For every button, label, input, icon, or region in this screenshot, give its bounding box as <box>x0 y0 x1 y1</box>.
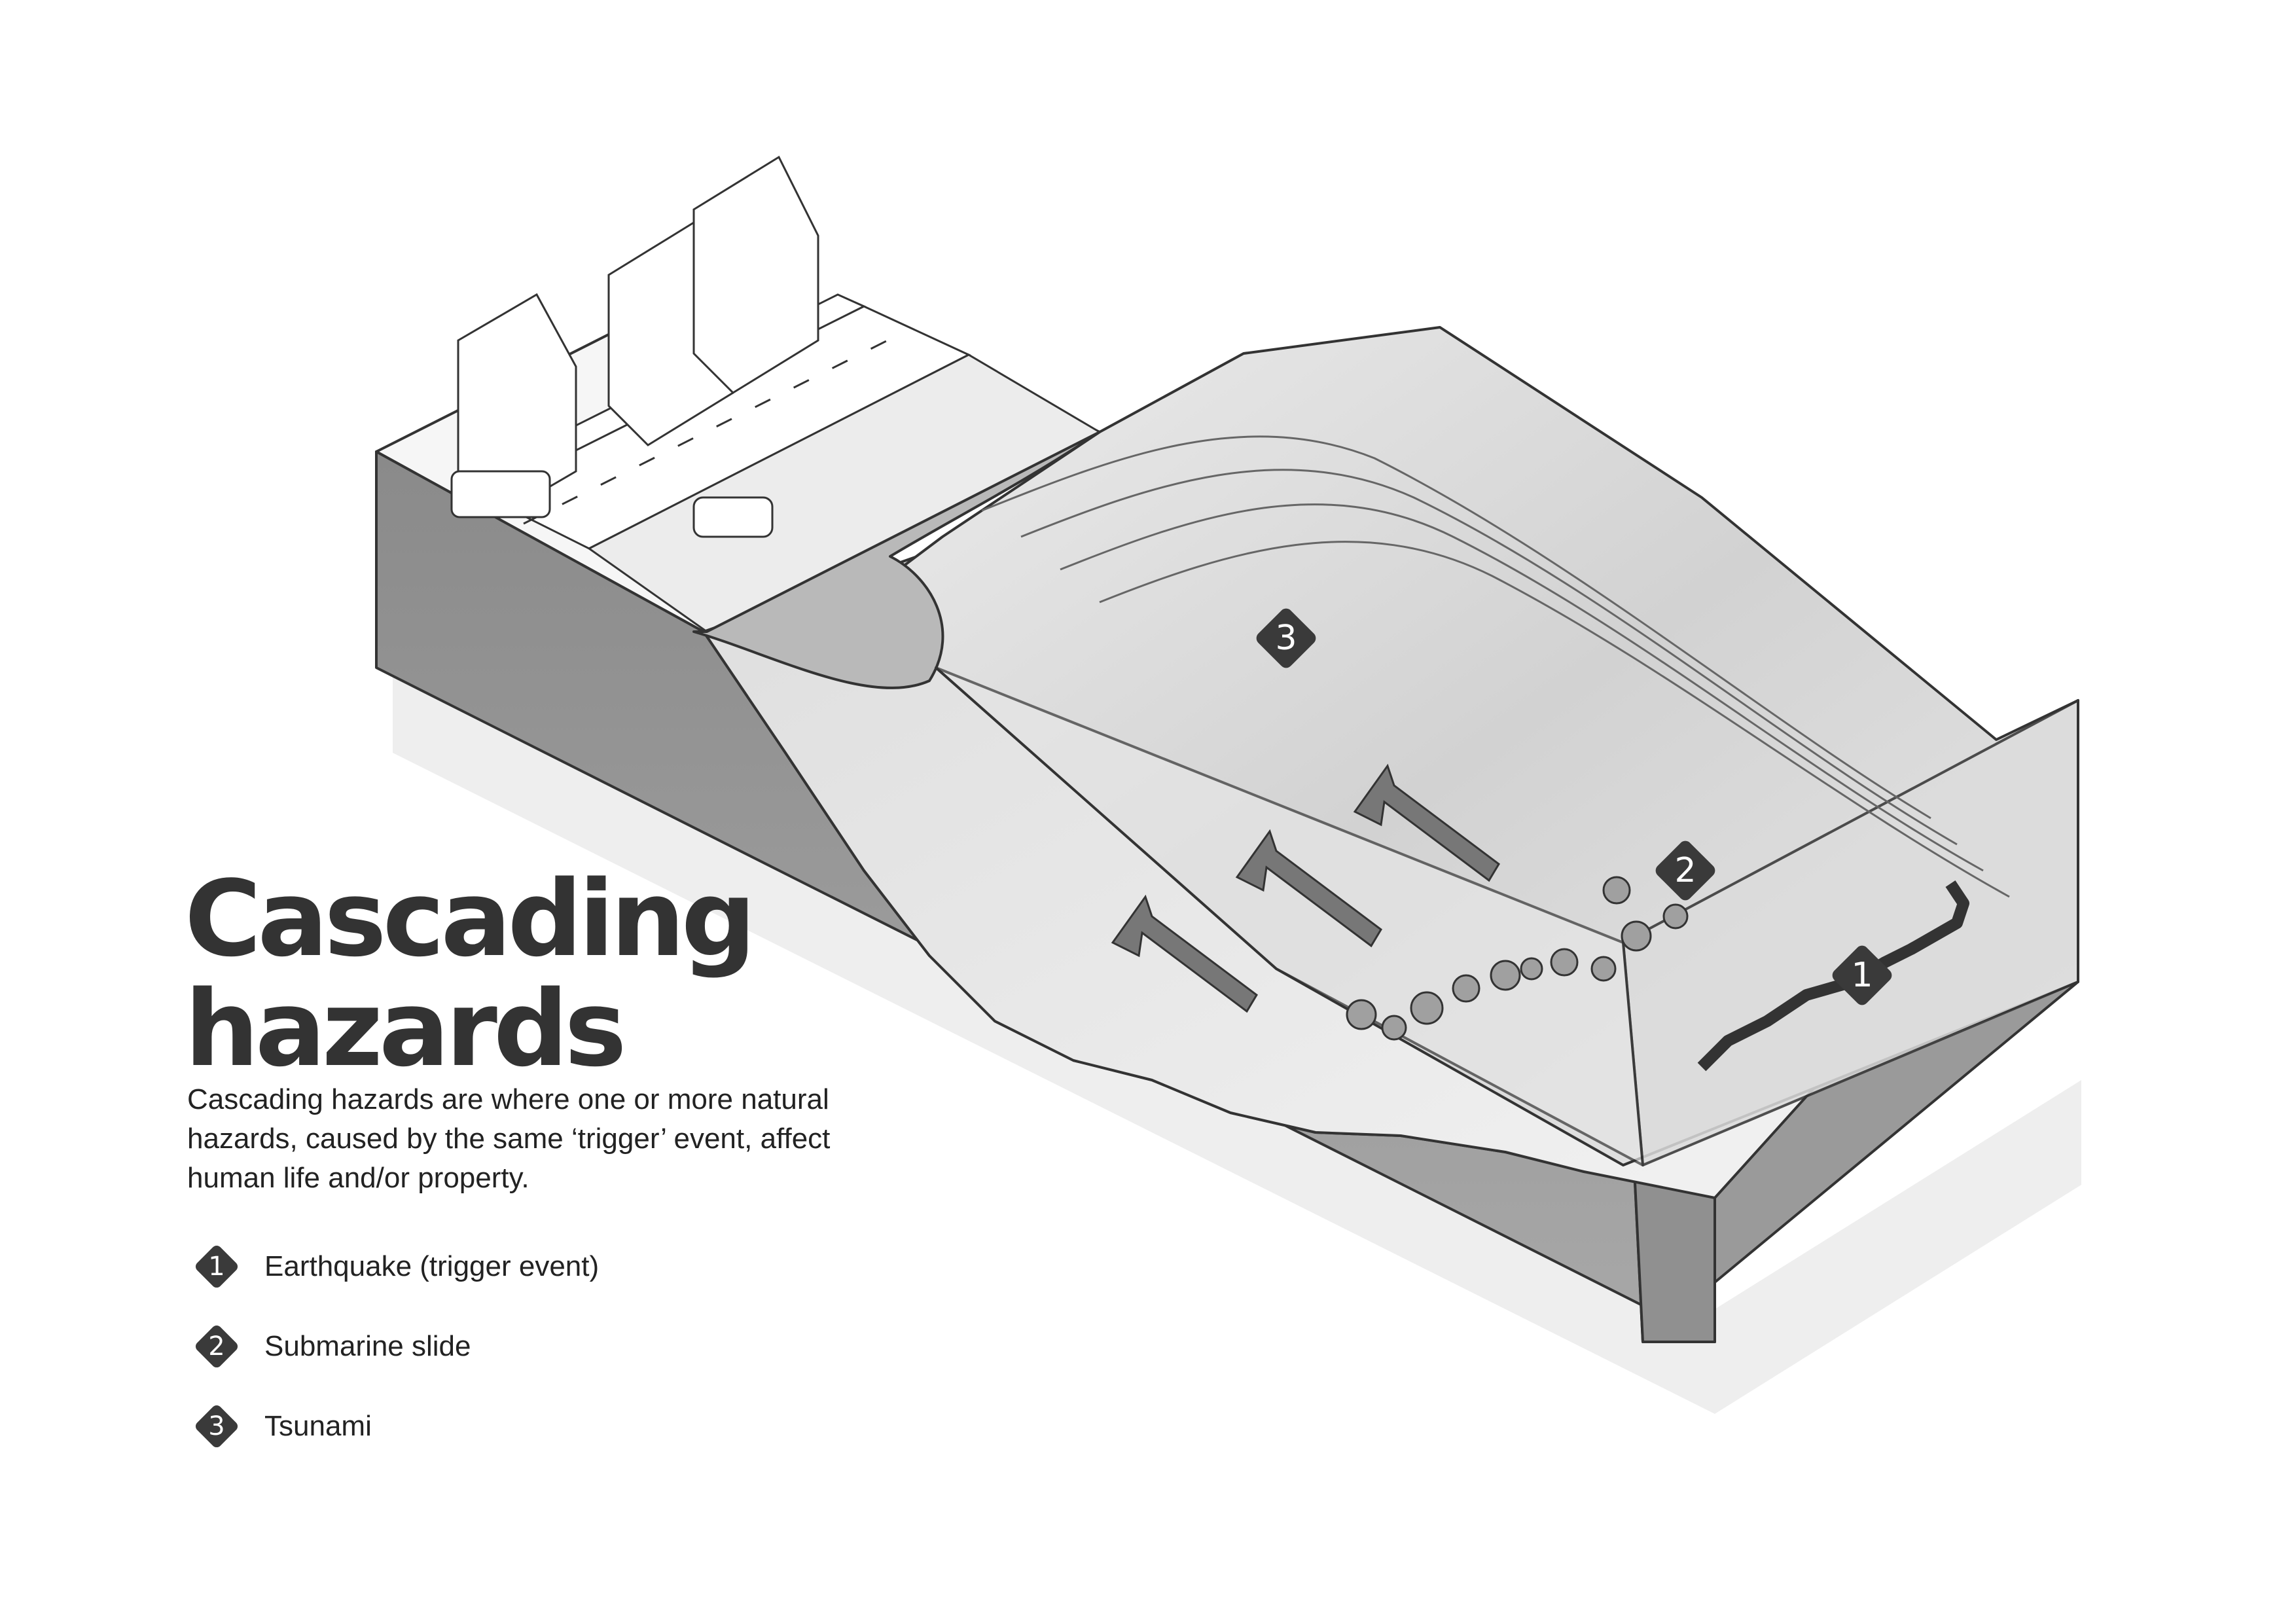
marker-earthquake: 1 <box>1820 933 1905 1018</box>
marker-submarine-slide: 2 <box>1643 828 1728 913</box>
diamond-icon <box>1655 840 1715 901</box>
legend-item-submarine-slide: 2 Submarine slide <box>187 1317 471 1376</box>
legend-number: 1 <box>208 1252 225 1282</box>
water-front-face <box>935 666 1644 1166</box>
vehicles <box>450 470 774 538</box>
direction-arrows <box>1111 763 1500 1013</box>
arrow-left-3 <box>1353 763 1500 882</box>
slide-debris <box>1346 876 1689 1041</box>
legend-item-earthquake: 1 Earthquake (trigger event) <box>187 1237 599 1296</box>
house-right <box>692 155 819 394</box>
legend-item-tsunami: 3 Tsunami <box>187 1397 372 1456</box>
diamond-icon <box>195 1325 238 1368</box>
marker-number: 3 <box>1275 619 1297 658</box>
arrow-left-2 <box>1235 829 1382 948</box>
legend-label: Tsunami <box>264 1410 372 1442</box>
car <box>692 496 774 538</box>
diamond-icon <box>195 1405 238 1448</box>
houses <box>457 155 819 518</box>
legend-label: Submarine slide <box>264 1330 471 1362</box>
van <box>450 470 551 518</box>
title-line-2: hazards <box>185 967 627 1090</box>
title-line-1: Cascading <box>185 857 756 980</box>
diamond-icon <box>195 1245 238 1288</box>
page-title: Cascading hazards <box>185 857 756 1090</box>
arrow-left-1 <box>1111 894 1258 1013</box>
legend-badge: 1 <box>187 1237 246 1296</box>
legend-number: 3 <box>208 1411 225 1441</box>
description: Cascading hazards are where one or more … <box>187 1083 831 1194</box>
road-centre-line <box>523 331 904 525</box>
marker-tsunami: 3 <box>1244 596 1329 681</box>
wave-lines <box>981 435 2010 898</box>
marker-number: 2 <box>1674 851 1696 890</box>
legend-number: 2 <box>208 1331 225 1362</box>
diamond-icon <box>1832 945 1892 1005</box>
legend-badge: 2 <box>187 1317 246 1376</box>
legend-label: Earthquake (trigger event) <box>264 1250 600 1282</box>
legend-badge: 3 <box>187 1397 246 1456</box>
diamond-icon <box>1256 608 1316 668</box>
wave-front-face <box>692 431 1101 689</box>
marker-number: 1 <box>1851 956 1873 995</box>
